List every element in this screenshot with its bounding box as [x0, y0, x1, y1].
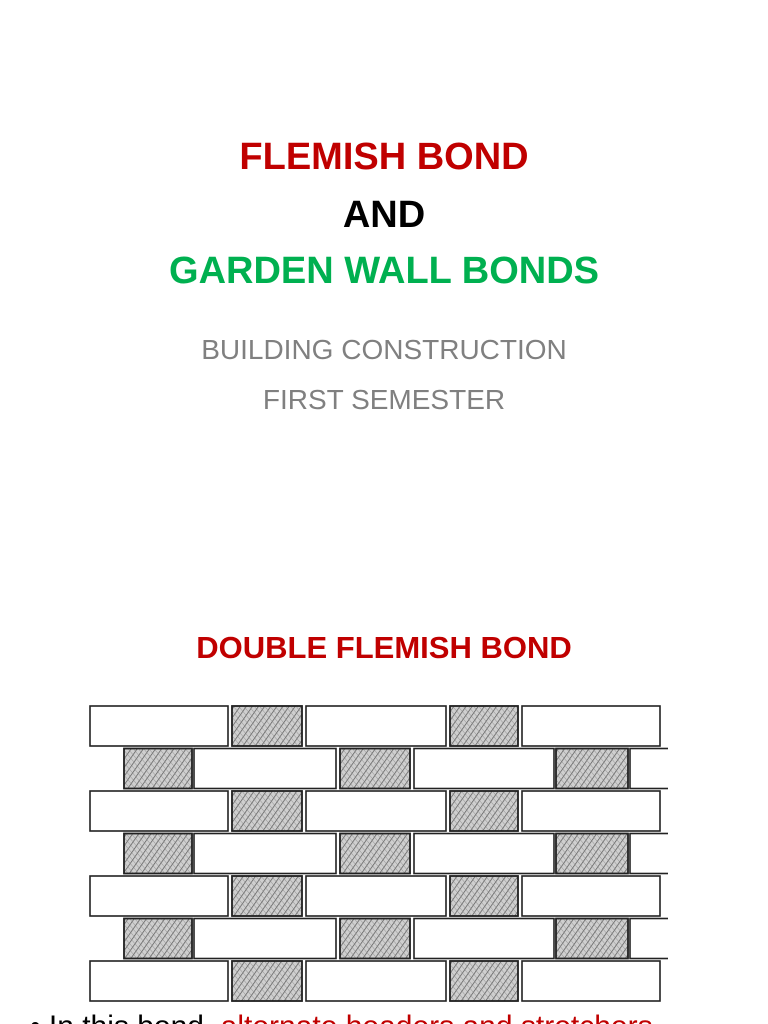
header-brick-shading: [555, 747, 629, 790]
flemish-bond-wall-illustration: [89, 705, 668, 1002]
header-brick-shading: [123, 832, 193, 875]
stretcher-brick: [629, 747, 668, 790]
stretcher-brick: [521, 790, 661, 832]
subtitle-semester: FIRST SEMESTER: [262, 384, 506, 415]
header-brick-shading: [231, 875, 303, 917]
stretcher-brick: [193, 747, 337, 790]
subtitle-course: BUILDING CONSTRUCTION: [201, 334, 567, 365]
stretcher-brick: [305, 705, 447, 747]
stretcher-brick: [193, 832, 337, 875]
stretcher-brick: [305, 875, 447, 917]
stretcher-brick: [305, 790, 447, 832]
stretcher-brick: [629, 832, 668, 875]
title-flemish-bond: FLEMISH BOND: [239, 136, 529, 178]
header-brick-shading: [339, 832, 411, 875]
header-brick-shading: [449, 960, 519, 1002]
stretcher-brick: [521, 705, 661, 747]
header-brick-shading: [555, 832, 629, 875]
title-and: AND: [342, 194, 426, 236]
header-brick-shading: [231, 960, 303, 1002]
header-brick-shading: [231, 705, 303, 747]
stretcher-brick: [413, 832, 555, 875]
stretcher-brick: [629, 917, 668, 960]
title-garden-wall-bonds: GARDEN WALL BONDS: [169, 250, 599, 292]
stretcher-brick: [89, 705, 229, 747]
header-brick-shading: [123, 917, 193, 960]
header-brick-shading: [123, 747, 193, 790]
slide-double-flemish-bond: DOUBLE FLEMISH BOND • In this bond, alte…: [0, 576, 768, 1024]
stretcher-brick: [413, 917, 555, 960]
slide-heading: DOUBLE FLEMISH BOND: [196, 630, 572, 665]
stretcher-brick: [193, 917, 337, 960]
stretcher-brick: [89, 960, 229, 1002]
bullet-symbol: •: [30, 1010, 41, 1024]
stretcher-brick: [89, 790, 229, 832]
header-brick-shading: [339, 917, 411, 960]
header-brick-shading: [449, 790, 519, 832]
header-brick-shading: [339, 747, 411, 790]
bullet-point: • In this bond, alternate headers and st…: [30, 1010, 768, 1024]
stretcher-brick: [521, 875, 661, 917]
stretcher-brick: [521, 960, 661, 1002]
header-brick-shading: [555, 917, 629, 960]
stretcher-brick: [305, 960, 447, 1002]
stretcher-brick: [89, 875, 229, 917]
header-brick-shading: [449, 875, 519, 917]
bullet-highlight: alternate headers and stretchers: [221, 1010, 653, 1024]
header-brick-shading: [231, 790, 303, 832]
bullet-text: In this bond,: [49, 1010, 221, 1024]
slide-title: FLEMISH BOND AND GARDEN WALL BONDS BUILD…: [169, 136, 599, 415]
header-brick-shading: [449, 705, 519, 747]
stretcher-brick: [413, 747, 555, 790]
